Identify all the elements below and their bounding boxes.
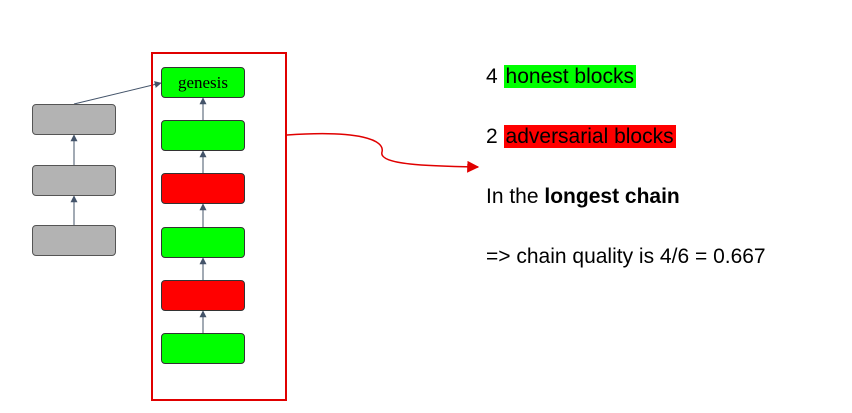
honest-blocks-line: 4 honest blocks: [486, 63, 636, 91]
longest-prefix: In the: [486, 185, 539, 208]
honest-block: [161, 227, 245, 258]
adversarial-count: 2: [486, 125, 498, 148]
honest-count: 4: [486, 65, 498, 88]
fork-block: [32, 104, 116, 135]
chain-arrow: [73, 81, 162, 105]
fork-block: [32, 225, 116, 256]
longest-chain-line: In the longest chain: [486, 183, 680, 211]
fork-block: [32, 165, 116, 196]
longest-chain-label: longest chain: [544, 185, 680, 208]
adversarial-blocks-label: adversarial blocks: [503, 125, 676, 148]
adversarial-blocks-line: 2 adversarial blocks: [486, 123, 676, 151]
genesis-block: genesis: [161, 67, 245, 98]
honest-blocks-label: honest blocks: [503, 65, 636, 88]
longest-chain-frame: [151, 52, 287, 401]
adversarial-block: [161, 173, 245, 204]
genesis-label: genesis: [177, 72, 229, 92]
pointer-curve: [286, 132, 480, 173]
honest-block: [161, 120, 245, 151]
chain-quality-text: => chain quality is 4/6 = 0.667: [486, 245, 766, 268]
adversarial-block: [161, 280, 245, 311]
chain-quality-line: => chain quality is 4/6 = 0.667: [486, 243, 766, 271]
honest-block: [161, 333, 245, 364]
